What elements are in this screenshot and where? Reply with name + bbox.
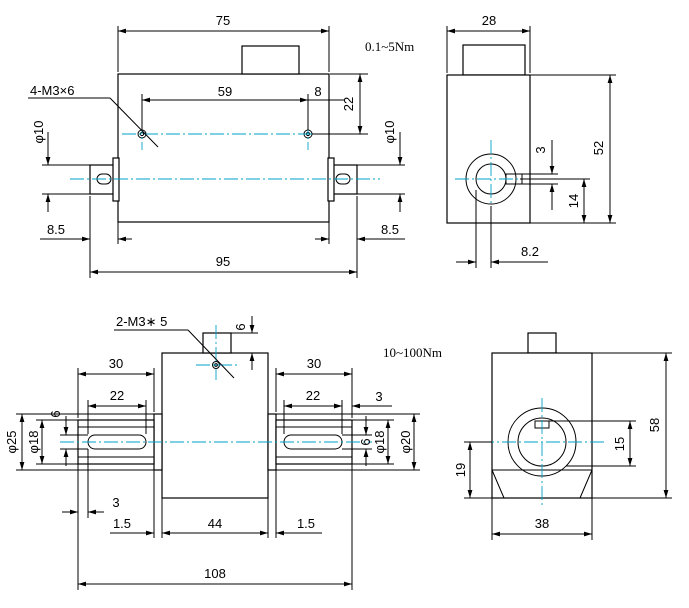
dim-small-shaft-len-right: 8.5 — [381, 222, 399, 237]
dim-small-hole-height: 22 — [341, 97, 356, 111]
dim-small-key: 3 — [533, 146, 548, 153]
dim-large-overall: 108 — [204, 566, 226, 581]
dim-small-hole-offset: 8 — [314, 84, 321, 99]
dim-small-side-width: 28 — [482, 13, 496, 28]
dim-large-gap-right: 1.5 — [297, 516, 315, 531]
small-connector — [241, 45, 300, 75]
dim-large-shaft-dia-right: φ18 — [372, 431, 387, 454]
dim-large-gap-left: 1.5 — [113, 516, 131, 531]
small-side-body — [446, 74, 531, 224]
dim-small-overall: 95 — [216, 254, 230, 269]
dim-large-key-end-right: 3 — [375, 389, 382, 404]
small-side-connector — [462, 44, 526, 76]
dim-large-shaft-height: 19 — [453, 463, 468, 477]
small-hole-callout: 4-M3×6 — [30, 83, 74, 98]
large-front-view: 2-M3∗ 5 6 30 30 22 22 3 — [4, 314, 420, 590]
dim-large-bore: 15 — [612, 437, 627, 451]
dim-large-key-end-left: 3 — [112, 495, 119, 510]
dim-large-shaft-len-left: 30 — [109, 356, 123, 371]
dim-small-shaft-height: 14 — [566, 194, 581, 208]
dim-large-shaft-len-right: 30 — [307, 356, 321, 371]
large-body — [161, 352, 269, 499]
dim-small-side-height: 52 — [591, 141, 606, 155]
small-front-view: 75 59 8 22 4-M3×6 φ10 φ10 8.5 — [28, 13, 405, 278]
dim-large-side-width: 38 — [535, 516, 549, 531]
dim-small-shaft-dia-left: φ10 — [31, 121, 46, 144]
dim-large-key-len-left: 22 — [110, 388, 124, 403]
range-label-large: 10~100Nm — [383, 345, 442, 360]
dim-small-side-offset: 8.2 — [521, 244, 539, 259]
large-hole-callout: 2-M3∗ 5 — [116, 314, 167, 329]
dim-large-side-height: 58 — [647, 418, 662, 432]
dim-large-key-w-right: 6 — [358, 438, 373, 445]
range-label-small: 0.1~5Nm — [365, 39, 414, 54]
dim-small-shaft-len-left: 8.5 — [47, 222, 65, 237]
dim-large-body-width: 44 — [208, 516, 222, 531]
large-side-view: 58 15 19 38 — [453, 332, 672, 540]
dim-large-outer-dia-left: φ25 — [4, 431, 19, 454]
dim-small-shaft-dia-right: φ10 — [382, 121, 397, 144]
dim-small-hole-spacing: 59 — [218, 84, 232, 99]
dim-large-outer-dia-right: φ20 — [398, 431, 413, 454]
small-side-view: 28 52 3 14 8.2 — [446, 13, 616, 268]
dim-small-top-width: 75 — [216, 13, 230, 28]
dim-large-shaft-dia-left: φ18 — [26, 431, 41, 454]
dim-large-key-len-right: 22 — [306, 388, 320, 403]
dim-large-connector: 6 — [233, 323, 248, 330]
large-side-connector — [527, 332, 557, 354]
